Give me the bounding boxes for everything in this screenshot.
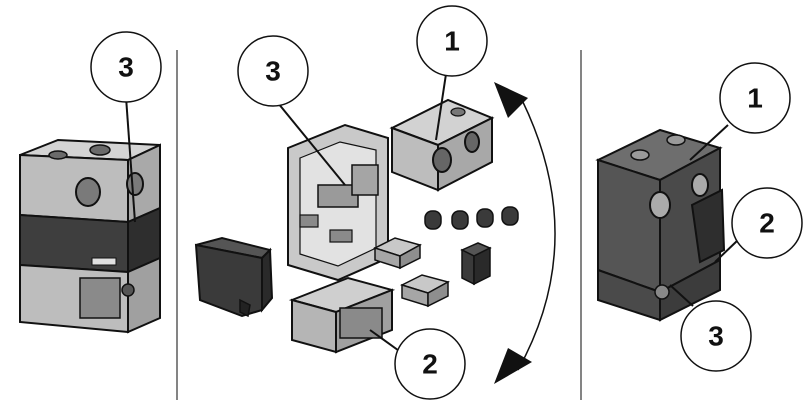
middle-callout-3: 3 <box>237 35 309 107</box>
right-callout-1-label: 1 <box>747 83 763 114</box>
pad-parts <box>373 237 492 308</box>
middle-callout-1-label: 1 <box>444 26 460 57</box>
right-callout-1: 1 <box>719 62 791 134</box>
middle-callout-2: 2 <box>394 328 466 400</box>
left-assembled-unit <box>19 138 161 334</box>
right-callout-3-label: 3 <box>708 321 724 352</box>
knob-set-part <box>424 206 519 230</box>
right-callout-3: 3 <box>680 300 752 372</box>
left-callout-3-leader <box>125 96 136 223</box>
middle-callout-2-leader <box>369 329 403 354</box>
rotation-arrow-head-top <box>494 82 528 118</box>
left-callout-3: 3 <box>90 31 162 103</box>
middle-callout-2-label: 2 <box>422 349 438 380</box>
middle-callout-3-leader <box>277 102 346 186</box>
lower-frame-part <box>288 276 396 354</box>
right-callout-2-label: 2 <box>759 208 775 239</box>
actuator-part <box>194 236 274 318</box>
middle-callout-1: 1 <box>416 5 488 77</box>
middle-callout-3-label: 3 <box>265 56 281 87</box>
right-callout-2-leader <box>714 239 739 263</box>
rotation-arrow-head-bottom <box>494 348 532 384</box>
rotation-arrow <box>517 99 556 371</box>
right-assembled-unit <box>595 128 726 322</box>
right-callout-3-leader <box>669 284 694 307</box>
top-cover-part <box>389 98 495 192</box>
base-plate-part <box>287 123 389 282</box>
right-callout-1-leader <box>689 124 729 161</box>
middle-callout-1-leader <box>435 73 447 141</box>
left-callout-3-label: 3 <box>118 52 134 83</box>
right-callout-2: 2 <box>731 187 803 259</box>
